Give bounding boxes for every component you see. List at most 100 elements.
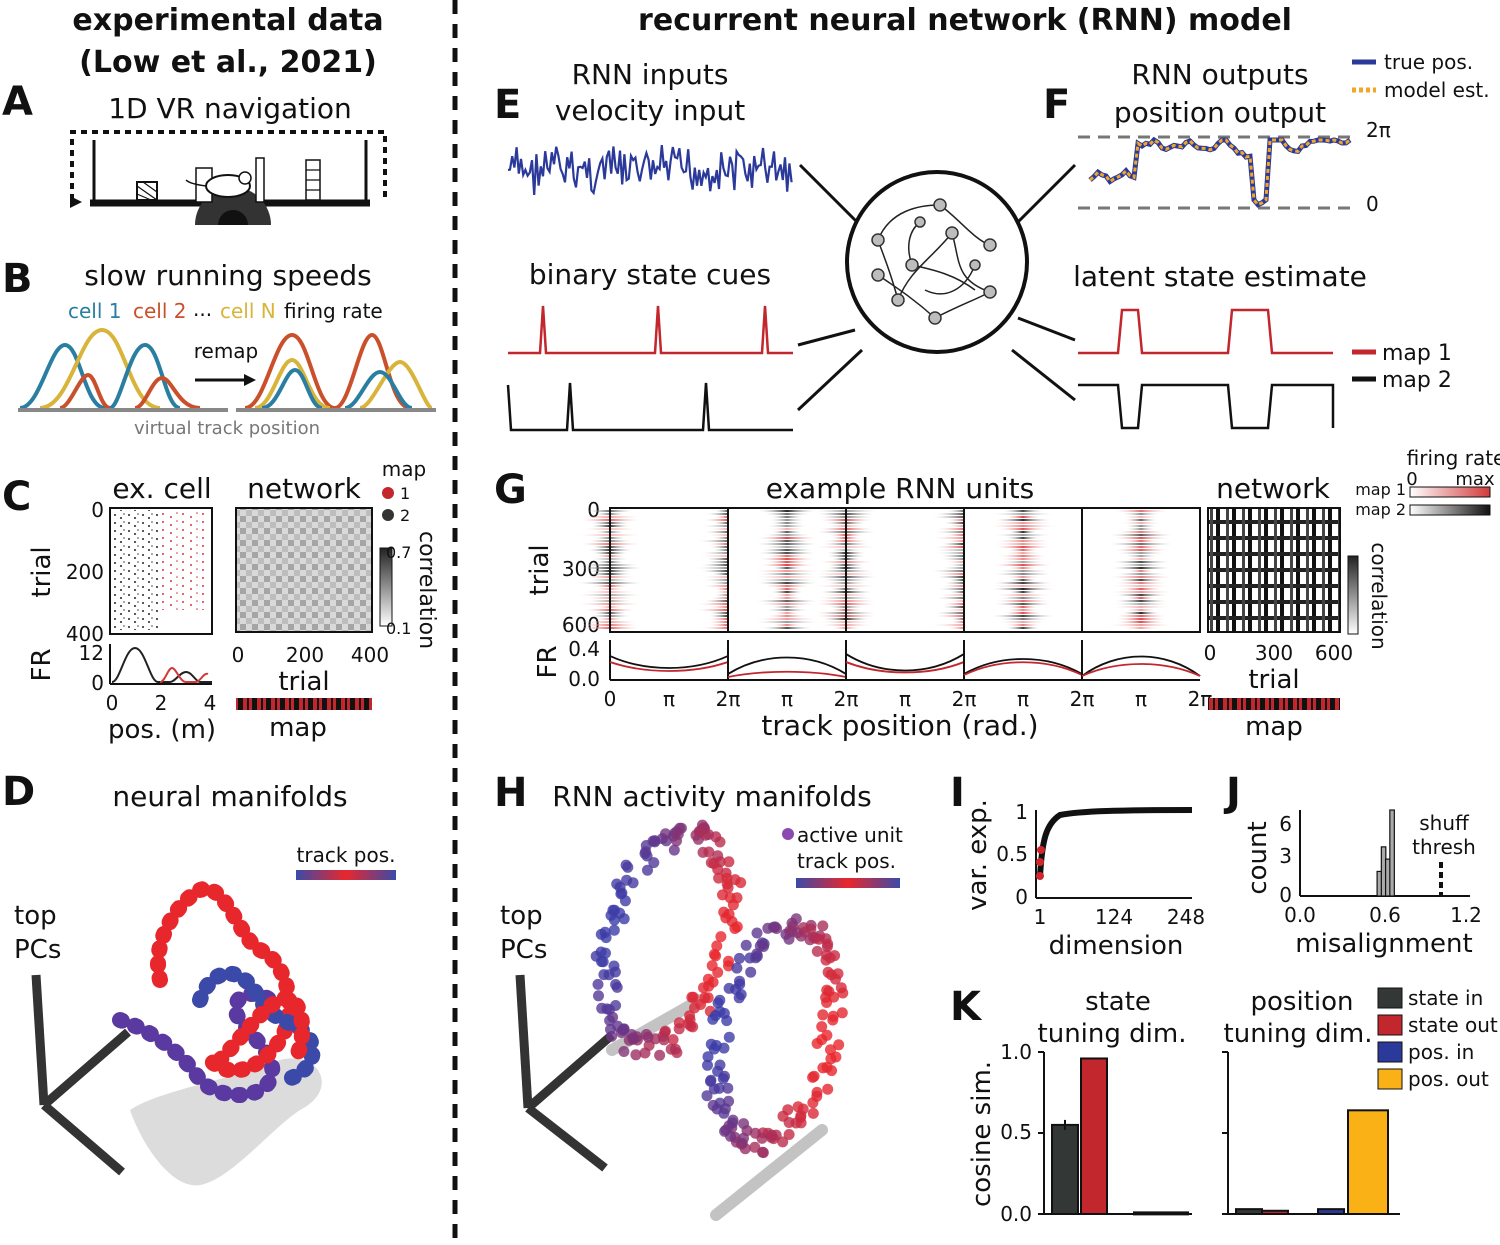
panel-b-celln: cell N: [220, 299, 276, 323]
tuning-curves-after: [236, 332, 436, 412]
excell-fr-plot: [109, 644, 212, 685]
panel-f-title1: RNN outputs: [1131, 58, 1308, 91]
pc-axes-h: [515, 974, 615, 1172]
panel-k-title-right-1: position: [1251, 987, 1354, 1017]
map1-marker: [382, 487, 394, 499]
panel-f-map2: map 2: [1382, 368, 1452, 393]
panel-d-title: neural manifolds: [112, 780, 347, 813]
pc-axes-d: [31, 974, 131, 1176]
panel-letter-j: J: [1223, 770, 1241, 816]
panel-c-colorbar: [379, 547, 393, 627]
panel-g-fr-label: FR: [533, 645, 563, 678]
panel-c-cbar-label: correlation: [414, 531, 439, 649]
panel-letter-g: G: [494, 467, 527, 513]
map2-marker: [382, 509, 394, 521]
cosine-bar: [1161, 1211, 1189, 1216]
panel-g-nettick-1: 300: [1255, 641, 1293, 665]
latent-map1-trace: [1078, 308, 1333, 355]
panel-c-excell-title: ex. cell: [112, 472, 211, 505]
panel-b-track-label: virtual track position: [134, 418, 320, 439]
panel-g-nettick-2: 600: [1315, 641, 1353, 665]
rnn-diagram: [796, 163, 1077, 412]
panel-g-xtick: 2π: [1070, 687, 1095, 711]
panel-b-dots: ...: [193, 297, 212, 321]
panel-k-ytick-2: 0.0: [1000, 1202, 1032, 1226]
panel-j-ylabel: count: [1243, 821, 1273, 894]
latent-map2-trace: [1078, 383, 1335, 430]
panel-g-cbar-map2-bar: [1409, 504, 1491, 516]
panel-g-xtick: π: [1017, 687, 1029, 711]
panel-c-cbar-bot: 0.1: [386, 619, 411, 638]
panel-j-xtick-2: 1.2: [1450, 903, 1482, 927]
legend-swatch: [1377, 1068, 1403, 1090]
left-header-title: experimental data: [72, 3, 383, 38]
panel-f-map1: map 1: [1382, 341, 1452, 366]
panel-g-title: example RNN units: [766, 472, 1035, 505]
position-model-trace: [1089, 138, 1351, 207]
panel-g-cbar-title: firing rate: [1407, 446, 1500, 470]
panel-letter-a: A: [2, 79, 33, 125]
panel-g-trial-label: trial: [525, 544, 555, 595]
panel-c-frtick-0: 12: [79, 641, 104, 665]
panel-g-map-strip: [1208, 698, 1340, 710]
panel-g-frtick-1: 0.0: [568, 667, 600, 691]
panel-i-xtick-2: 248: [1167, 905, 1205, 929]
panel-j-annot2: thresh: [1412, 835, 1476, 859]
panel-j-annot1: shuff: [1419, 811, 1470, 835]
panel-g-frtick-0: 0.4: [568, 637, 600, 661]
panel-c-trial-label: trial: [27, 546, 57, 597]
panel-g-map-xlabel: map: [1245, 712, 1303, 742]
misalignment-histogram: [1376, 809, 1395, 897]
panel-d-colorbar: [296, 870, 396, 880]
panel-c-xtick-2: 4: [204, 691, 217, 715]
legend-label: pos. in: [1408, 1040, 1474, 1064]
cosine-bars: [1051, 1057, 1389, 1216]
panel-b-cell1: cell 1: [68, 299, 122, 323]
panel-c-nettick-0: 0: [232, 643, 245, 667]
var-exp-point-3: [1037, 846, 1045, 854]
panel-i-ytick-0: 1: [1015, 800, 1028, 824]
panel-g-xtick: π: [781, 687, 793, 711]
panel-f-ytop: 2π: [1366, 118, 1391, 142]
panel-c-network-title: network: [247, 472, 361, 505]
panel-g-corr-colorbar: [1347, 555, 1359, 635]
panel-k-title-right-2: tuning dim.: [1224, 1019, 1373, 1049]
panel-c-fr-label: FR: [27, 648, 57, 681]
panel-letter-f: F: [1043, 82, 1070, 128]
panel-c-net-xlabel: trial: [278, 667, 329, 697]
panel-h-legend1: active unit: [797, 823, 903, 847]
panel-k-title-left-1: state: [1085, 987, 1151, 1017]
vr-track-illustration: [70, 130, 387, 225]
panel-e-title2: velocity input: [555, 94, 745, 127]
panel-c-cbar-top: 0.7: [386, 543, 411, 562]
panel-e-title1: RNN inputs: [572, 58, 729, 91]
panel-g-xlabel: track position (rad.): [761, 709, 1038, 742]
panel-g-xtick: 0: [604, 687, 617, 711]
panel-k-ytick-0: 1.0: [1000, 1040, 1032, 1064]
panel-c-nettick-2: 400: [351, 643, 389, 667]
manifold-shadow: [130, 1058, 322, 1186]
panel-b-cell2: cell 2: [133, 299, 187, 323]
panel-g-xtick: π: [1135, 687, 1147, 711]
panel-k-ytick-1: 0.5: [1000, 1120, 1032, 1144]
network-correlation-matrix: [235, 507, 373, 633]
histogram-bar: [1389, 809, 1395, 897]
panel-g-xtick: 2π: [716, 687, 741, 711]
panel-h-axes-label-1: top: [500, 901, 543, 931]
panel-g-xtick: 2π: [952, 687, 977, 711]
panel-c-xtick-0: 0: [106, 691, 119, 715]
panel-d-axes-label-2: PCs: [14, 935, 61, 965]
panel-i-xtick-1: 124: [1095, 905, 1133, 929]
panel-i-ytick-2: 0: [1015, 885, 1028, 909]
cosine-bar: [1080, 1057, 1108, 1215]
panel-f-title2: position output: [1114, 96, 1326, 129]
panel-i-xtick-0: 1: [1034, 905, 1047, 929]
panel-c-xlabel: pos. (m): [108, 715, 216, 745]
panel-f-legend-true: true pos.: [1384, 50, 1473, 74]
panel-g-network-title: network: [1216, 472, 1330, 505]
legend-swatch: [1377, 1014, 1403, 1036]
panel-k-title-left-2: tuning dim.: [1038, 1019, 1187, 1049]
panel-letter-d: D: [2, 769, 35, 815]
